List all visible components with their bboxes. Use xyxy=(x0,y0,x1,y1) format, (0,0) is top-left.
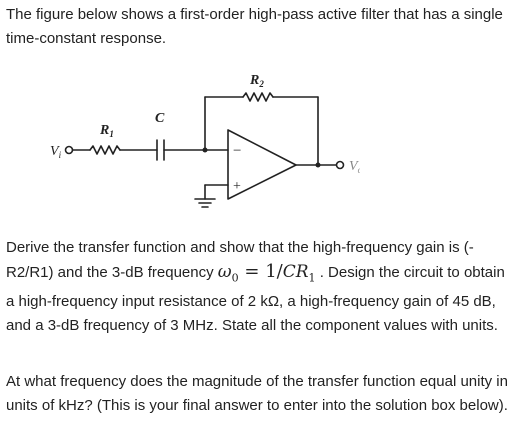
r1-label: R1 xyxy=(99,123,114,139)
paragraph-1-tail: . Design the circuit to obtain a high-fr… xyxy=(6,264,505,335)
high-pass-filter-circuit: Vi R1 C R2 − + Vo xyxy=(50,73,360,208)
problem-intro: The figure below shows a first-order hig… xyxy=(6,6,503,47)
output-label: Vo xyxy=(349,159,360,175)
paragraph-1-lead: Derive the transfer function and show th… xyxy=(6,239,474,281)
cutoff-frequency-formula: ω0 = 1/CR1 xyxy=(217,261,316,285)
r1-resistor xyxy=(89,145,121,155)
input-terminal xyxy=(64,145,74,155)
output-terminal xyxy=(335,160,345,170)
problem-paragraph-2: At what frequency does the magnitude of … xyxy=(6,373,508,414)
output-node xyxy=(315,162,321,168)
r2-label: R2 xyxy=(249,73,264,89)
junction-node xyxy=(202,147,208,153)
minus-sign: − xyxy=(233,143,241,159)
r2-resistor xyxy=(242,92,274,102)
plus-sign: + xyxy=(233,179,241,194)
input-label: Vi xyxy=(50,144,62,160)
op-amp xyxy=(227,129,297,200)
capacitor-label: C xyxy=(155,111,165,126)
problem-paragraph-1: Derive the transfer function and show th… xyxy=(6,236,516,338)
